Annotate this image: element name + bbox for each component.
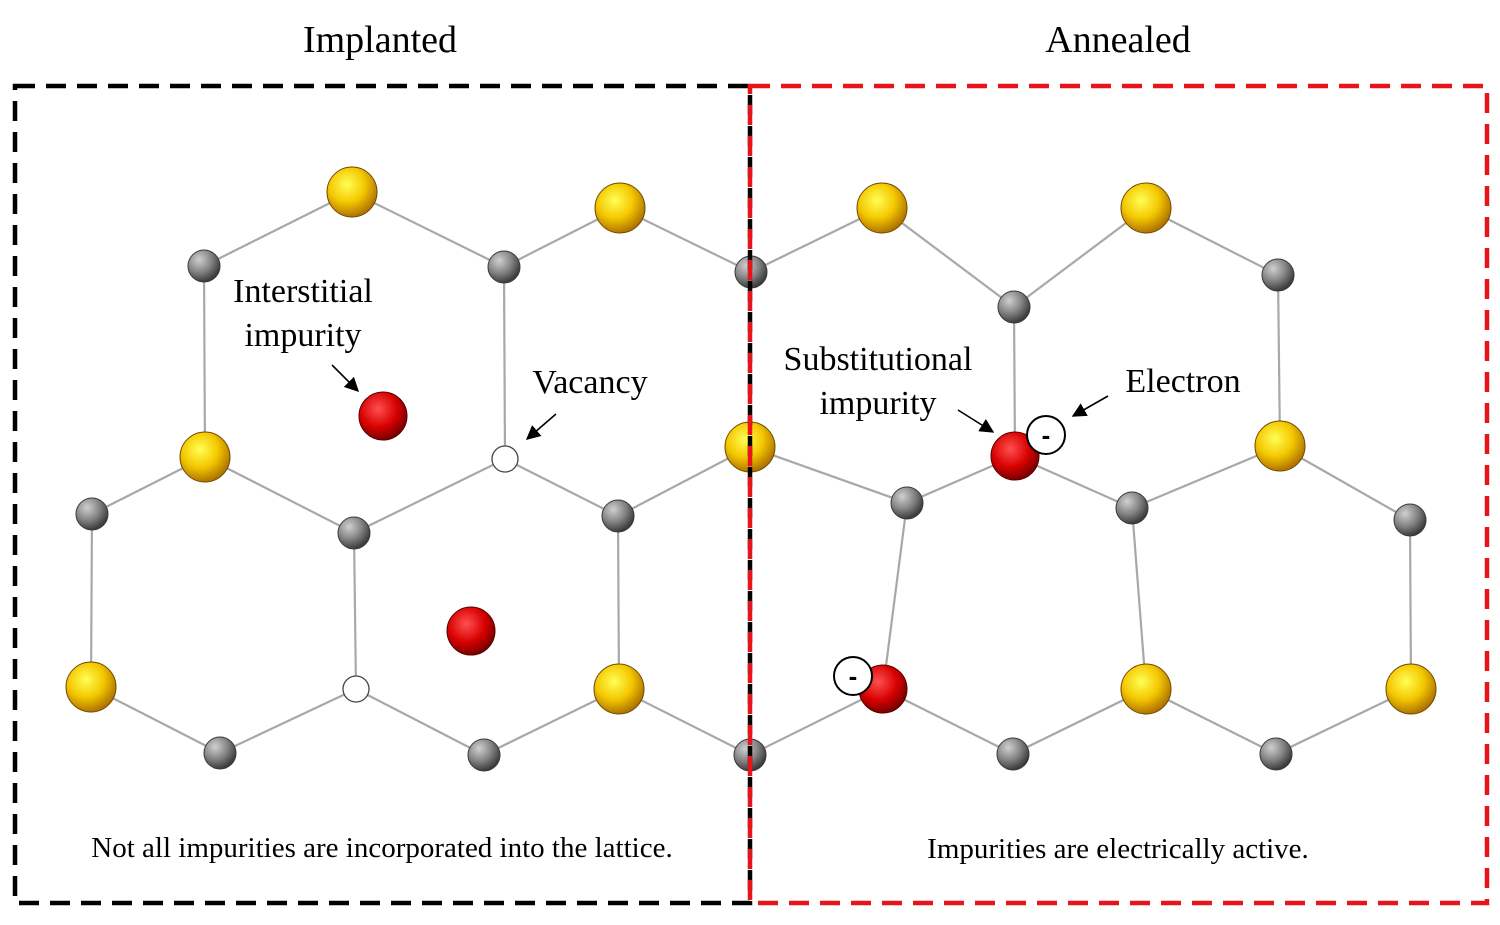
substitutional-impurity-label-line1: Substitutional — [784, 341, 973, 378]
electron-icon — [833, 656, 873, 696]
lattice-atom-large — [856, 182, 908, 234]
lattice-atom-large — [1385, 663, 1437, 715]
interstitial-arrow — [331, 364, 360, 393]
impurity-atoms — [358, 391, 1040, 714]
substitutional-impurity-label-line2: impurity — [819, 385, 936, 422]
annotation-arrows — [331, 364, 1109, 440]
lattice-atom-small — [1393, 503, 1427, 537]
electron-arrow — [1071, 395, 1109, 417]
lattice-atom-small — [337, 516, 371, 550]
lattice-atom-small — [997, 290, 1031, 324]
vacancy-site — [491, 445, 519, 473]
electron-marker-1: - — [1026, 415, 1066, 455]
lattice-atom-small — [601, 499, 635, 533]
lattice-atom-small — [75, 497, 109, 531]
large-lattice-atoms — [65, 166, 1437, 715]
electron-symbol: - — [1042, 420, 1051, 450]
lattice-atom-small — [203, 736, 237, 770]
vacancy-arrow — [525, 413, 557, 440]
annealed-caption: Impurities are electrically active. — [927, 833, 1309, 865]
interstitial-impurity-label-line2: impurity — [244, 317, 361, 354]
substitutional-impurity-atom — [990, 431, 1040, 481]
interstitial-impurity-atom — [358, 391, 408, 441]
electron-label: Electron — [1125, 363, 1240, 400]
lattice-atom-small — [467, 738, 501, 772]
lattice-atom-large — [594, 182, 646, 234]
annealed-panel-frame — [747, 83, 1490, 906]
small-lattice-atoms — [75, 249, 1427, 772]
lattice-atom-large — [593, 663, 645, 715]
vacancies — [342, 445, 519, 703]
lattice-atom-large — [1120, 182, 1172, 234]
lattice-atom-small — [1261, 258, 1295, 292]
lattice-atom-small — [487, 250, 521, 284]
interstitial-impurity-atom — [446, 606, 496, 656]
lattice-atom-large — [179, 431, 231, 483]
lattice-atom-small — [1115, 491, 1149, 525]
lattice-atom-small — [890, 486, 924, 520]
lattice-atom-large — [326, 166, 378, 218]
lattice-atom-small — [1259, 737, 1293, 771]
vacancy-label: Vacancy — [532, 364, 647, 401]
electron-symbol: - — [849, 661, 858, 691]
implanted-caption: Not all impurities are incorporated into… — [91, 832, 672, 864]
electron-marker-2: - — [833, 656, 873, 696]
lattice-atom-large — [65, 661, 117, 713]
interstitial-impurity-label-line1: Interstitial — [233, 273, 373, 310]
electron-icon — [1026, 415, 1066, 455]
implanted-title: Implanted — [303, 19, 457, 61]
lattice-atom-large — [1120, 663, 1172, 715]
vacancy-site — [342, 675, 370, 703]
lattice-atom-large — [1254, 420, 1306, 472]
lattice-atom-small — [996, 737, 1030, 771]
substitutional-arrow — [957, 409, 995, 433]
annealed-title: Annealed — [1045, 19, 1191, 61]
lattice-atom-small — [187, 249, 221, 283]
